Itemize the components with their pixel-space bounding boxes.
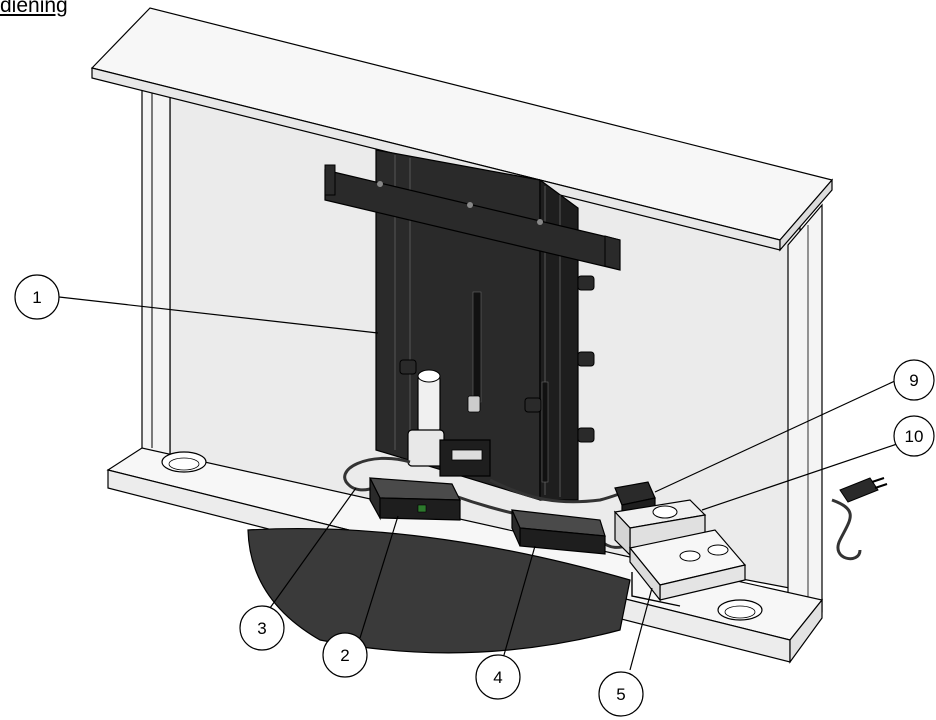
side-knobs (399, 275, 595, 443)
callout-2-label: 2 (340, 646, 349, 665)
callout-3-label: 3 (257, 619, 266, 638)
page-title: diening (0, 0, 68, 17)
callout-9: 9 (893, 359, 935, 401)
left-side-wall (141, 87, 171, 472)
leader-lines (58, 296, 898, 671)
callout-10-label: 10 (905, 427, 924, 446)
power-supply-2 (368, 477, 461, 521)
callout-2: 2 (322, 632, 368, 678)
tv-stand-base (247, 527, 631, 654)
callout-5: 5 (598, 671, 644, 717)
motor-assembly (407, 369, 491, 477)
callout-9-label: 9 (909, 371, 918, 390)
callout-3: 3 (239, 605, 285, 651)
callout-4: 4 (475, 654, 521, 700)
mains-plug (839, 477, 888, 503)
callout-5-label: 5 (616, 685, 625, 704)
power-supply-4 (511, 509, 606, 555)
right-side-wall (787, 203, 823, 637)
callout-1: 1 (14, 274, 60, 320)
power-strip-5 (628, 529, 747, 607)
callout-1-label: 1 (32, 288, 41, 307)
callout-10: 10 (893, 415, 935, 457)
callout-4-label: 4 (493, 668, 502, 687)
